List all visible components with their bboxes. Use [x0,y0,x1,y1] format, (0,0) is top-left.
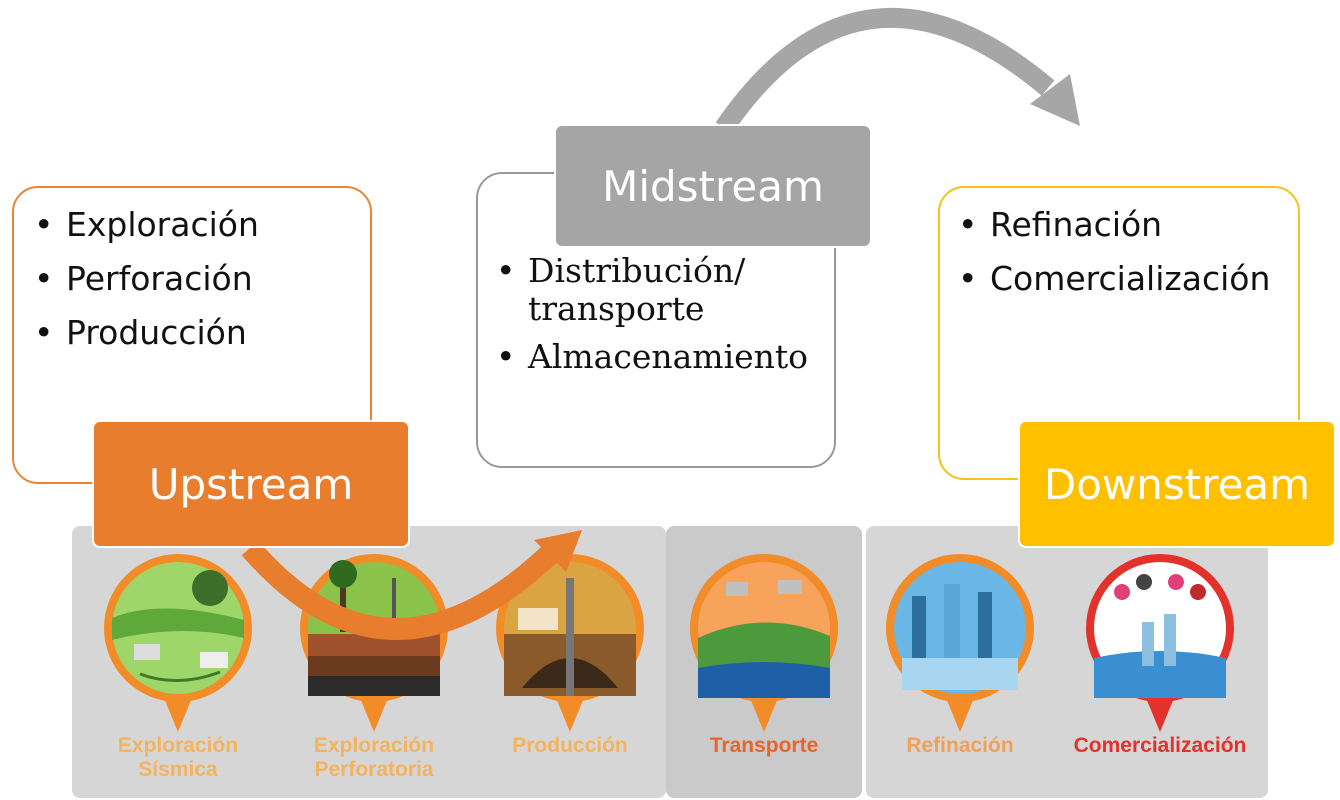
seismic-exploration-icon [104,554,252,732]
list-item: Producción [30,306,259,360]
midstream-list: Distribución/ transporte Almacenamiento [492,252,808,386]
refinery-icon [886,554,1034,732]
stage-label: Exploración Sísmica [117,734,239,781]
upstream-list: Exploración Perforación Producción [30,198,259,360]
stage-label: Producción [512,734,628,757]
production-icon [496,554,644,732]
transport-icon [690,554,838,732]
upstream-label: Upstream [92,420,410,548]
stage-exploracion-sismica: Exploración Sísmica [80,548,276,794]
downstream-label: Downstream [1018,420,1336,548]
stage-refinacion: Refinación [862,548,1058,794]
midstream-label: Midstream [554,124,872,248]
list-item: Distribución/ transporte [492,252,778,328]
drilling-exploration-icon [300,554,448,732]
list-item: Comercialización [954,252,1270,306]
midstream-arrowhead [1030,74,1080,126]
list-item: Exploración [30,198,259,252]
list-item: Refinación [954,198,1270,252]
stage-label: Refinación [906,734,1014,757]
stage-produccion: Producción [472,548,668,794]
stage-transporte: Transporte [666,548,862,794]
stage-label: Exploración Perforatoria [313,734,435,781]
stage-label: Comercialización [1073,734,1247,757]
downstream-list: Refinación Comercialización [954,198,1270,306]
list-item: Perforación [30,252,259,306]
list-item: Almacenamiento [492,338,808,377]
stage-exploracion-perforatoria: Exploración Perforatoria [276,548,472,794]
commercialization-icon [1086,554,1234,732]
stage-comercializacion: Comercialización [1062,548,1258,794]
midstream-to-downstream-arrow [715,7,1055,134]
stage-label: Transporte [709,734,819,757]
